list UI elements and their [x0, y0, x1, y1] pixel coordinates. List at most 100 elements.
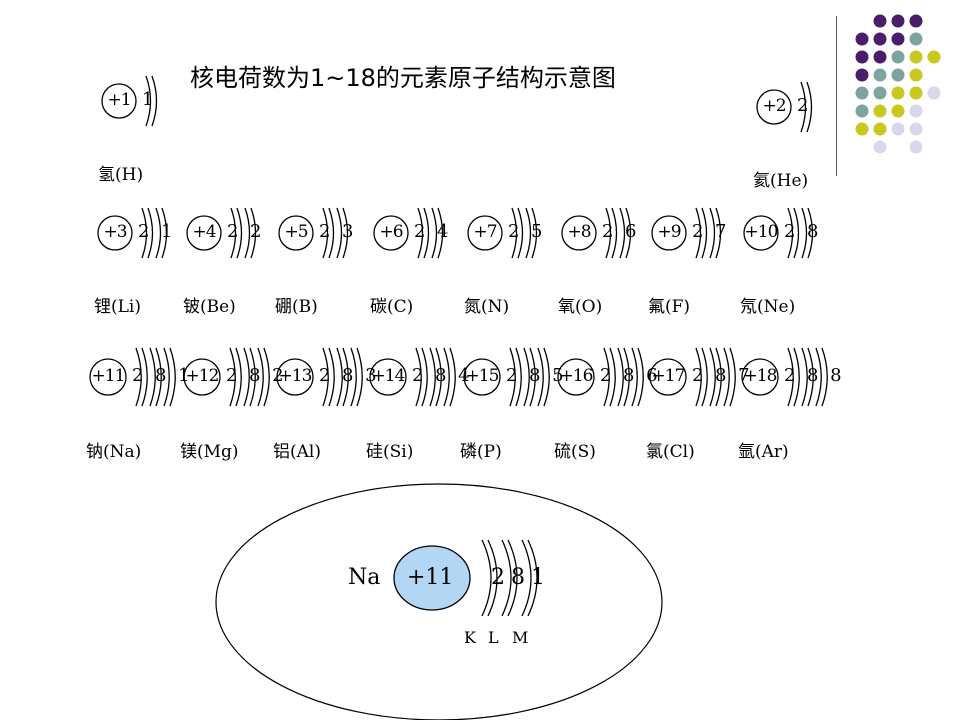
nuclear-charge: +14 — [371, 366, 406, 386]
electron-shell-arc — [807, 207, 814, 259]
sodium-shell-electrons: 2 — [491, 565, 505, 590]
electron-shell-arc — [437, 207, 444, 259]
sodium-shell-electrons: 1 — [531, 565, 545, 590]
electron-shell-arc — [235, 347, 242, 407]
electron-shell-arc — [257, 347, 264, 407]
electron-shell-arc — [515, 347, 522, 407]
electron-shell-arc — [163, 347, 170, 407]
electron-shell-arc — [800, 81, 807, 133]
electron-shell-arc — [336, 207, 343, 259]
electron-shell-arc — [801, 347, 808, 407]
nucleus-circle — [649, 358, 687, 396]
electron-shell-arc — [729, 347, 736, 407]
electron-shell-arc — [431, 207, 438, 259]
nuclear-charge: +6 — [379, 222, 403, 242]
electron-shell-arc — [611, 207, 618, 259]
electron-shell-arc — [145, 75, 152, 127]
decor-dot — [873, 104, 887, 118]
electron-shell-arc — [543, 347, 550, 407]
electron-shell-arc — [723, 347, 730, 407]
electron-shell-arc — [236, 207, 243, 259]
decor-dot — [873, 122, 887, 136]
decor-dot — [891, 68, 905, 82]
electron-shell-arc — [155, 347, 162, 407]
decor-dot — [873, 14, 887, 28]
electron-shell-arc — [617, 347, 624, 407]
electron-shell-arc — [342, 207, 349, 259]
element-name: 硼(B) — [275, 297, 318, 317]
electron-shell-arc — [537, 347, 544, 407]
decor-dot — [927, 50, 941, 64]
element-name: 镁(Mg) — [180, 442, 239, 462]
sodium-shell-arc — [521, 539, 532, 617]
electron-shell-arc — [435, 347, 442, 407]
electron-shell-arc — [695, 207, 702, 259]
decor-dot — [873, 68, 887, 82]
decor-dot — [927, 86, 941, 100]
element-name: 铍(Be) — [183, 297, 236, 317]
electron-shell-arc — [709, 347, 716, 407]
decor-dot — [909, 32, 923, 46]
electron-shell-arc — [328, 347, 335, 407]
sodium-charge: +11 — [407, 565, 454, 590]
nucleus-circle — [276, 358, 314, 396]
electron-shell-arc — [806, 81, 813, 133]
nucleus-circle — [756, 89, 792, 125]
element-name: 钠(Na) — [86, 442, 142, 462]
electron-shell-arc — [336, 347, 343, 407]
decor-dot — [855, 104, 869, 118]
sodium-shell-arc — [527, 539, 538, 617]
decor-dot — [855, 86, 869, 100]
nucleus-circle — [97, 215, 133, 251]
nucleus-circle — [467, 215, 503, 251]
sodium-shell-electrons: 8 — [511, 565, 525, 590]
electron-shell-arc — [229, 347, 236, 407]
electron-shell-arc — [815, 347, 822, 407]
decor-dot — [909, 86, 923, 100]
element-name: 硫(S) — [554, 442, 596, 462]
nuclear-charge: +4 — [192, 222, 216, 242]
electron-shell-arc — [429, 347, 436, 407]
element-name: 氦(He) — [753, 171, 809, 191]
electron-counts: 1 — [142, 89, 158, 110]
nuclear-charge: +11 — [91, 366, 126, 386]
electron-shell-arc — [322, 207, 329, 259]
electron-shell-arc — [230, 207, 237, 259]
nucleus-circle — [557, 358, 595, 396]
shell-letter-m: M — [512, 628, 529, 647]
decor-dot — [891, 104, 905, 118]
decorative-dot-grid — [855, 14, 941, 154]
divider-line — [836, 16, 837, 176]
electron-shell-arc — [423, 207, 430, 259]
nuclear-charge: +12 — [185, 366, 220, 386]
electron-shell-arc — [695, 347, 702, 407]
electron-shell-arc — [801, 207, 808, 259]
shell-letter-l: L — [488, 628, 499, 647]
nuclear-charge: +18 — [743, 366, 778, 386]
electron-shell-arc — [161, 207, 168, 259]
nucleus-circle — [278, 215, 314, 251]
electron-shell-arc — [421, 347, 428, 407]
electron-shell-arc — [523, 347, 530, 407]
nucleus-circle — [101, 83, 137, 119]
decor-dot — [855, 32, 869, 46]
decor-dot — [891, 86, 905, 100]
electron-shell-arc — [609, 347, 616, 407]
decor-dot — [909, 68, 923, 82]
decor-dot — [873, 140, 887, 154]
element-name: 氖(Ne) — [740, 297, 796, 317]
electron-counts: 2 8 5 — [506, 365, 568, 386]
sodium-shell-arc — [481, 539, 492, 617]
decor-dot — [855, 122, 869, 136]
decor-dot — [891, 32, 905, 46]
electron-shell-arc — [531, 207, 538, 259]
electron-counts: 2 8 7 — [692, 365, 754, 386]
sodium-nucleus — [393, 545, 471, 611]
shell-letter-k: K — [464, 628, 476, 647]
nuclear-charge: +16 — [559, 366, 594, 386]
nucleus-circle — [741, 358, 779, 396]
electron-counts: 2 8 3 — [319, 365, 381, 386]
electron-shell-arc — [417, 207, 424, 259]
electron-counts: 2 1 — [138, 221, 177, 242]
nuclear-charge: +3 — [103, 222, 127, 242]
